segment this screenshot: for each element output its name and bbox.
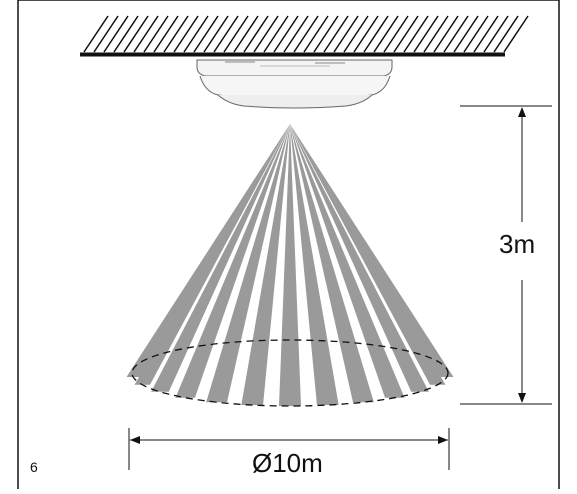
hatch-line	[403, 15, 429, 53]
hatch-line	[303, 15, 329, 53]
diameter-label: Ø10m	[252, 448, 323, 478]
detection-beam	[241, 124, 290, 406]
hatch-line	[133, 15, 159, 53]
page-number: 6	[30, 459, 38, 475]
hatch-line	[293, 15, 319, 53]
detection-beam	[134, 124, 290, 385]
hatch-line	[243, 15, 269, 53]
hatch-line	[273, 15, 299, 53]
detection-beam	[175, 124, 290, 398]
ceiling-hatching	[83, 15, 529, 53]
frame-border	[17, 0, 560, 489]
detection-beam	[279, 124, 301, 406]
hatch-line	[173, 15, 199, 53]
detection-beam	[126, 124, 290, 377]
hatch-line	[233, 15, 259, 53]
detection-beams	[126, 124, 454, 406]
hatch-line	[433, 15, 459, 53]
hatch-line	[443, 15, 469, 53]
hatch-line	[183, 15, 209, 53]
hatch-line	[263, 15, 289, 53]
hatch-line	[413, 15, 439, 53]
hatch-line	[163, 15, 189, 53]
height-dimension	[460, 105, 552, 405]
hatch-line	[193, 15, 219, 53]
hatch-line	[203, 15, 229, 53]
hatch-line	[103, 15, 129, 53]
detection-beam	[290, 124, 339, 406]
hatch-line	[373, 15, 399, 53]
hatch-line	[83, 15, 109, 53]
hatch-line	[473, 15, 499, 53]
hatch-line	[323, 15, 349, 53]
detection-beam	[290, 124, 374, 403]
hatch-line	[223, 15, 249, 53]
hatch-line	[153, 15, 179, 53]
detection-area-ellipse	[131, 339, 449, 407]
hatch-line	[453, 15, 479, 53]
detection-beam	[290, 124, 454, 377]
hatch-line	[343, 15, 369, 53]
detection-beam	[206, 124, 290, 403]
hatch-line	[213, 15, 239, 53]
hatch-line	[123, 15, 149, 53]
hatch-line	[283, 15, 309, 53]
hatch-line	[313, 15, 339, 53]
detection-beam	[290, 124, 429, 392]
height-label: 3m	[499, 229, 536, 259]
hatch-line	[353, 15, 379, 53]
hatch-line	[383, 15, 409, 53]
hatch-line	[253, 15, 279, 53]
hatch-line	[113, 15, 139, 53]
hatch-line	[503, 15, 529, 53]
ceiling-sensor	[196, 59, 393, 109]
detection-beam	[290, 124, 405, 398]
hatch-line	[483, 15, 509, 53]
hatch-line	[493, 15, 519, 53]
hatch-line	[333, 15, 359, 53]
hatch-line	[463, 15, 489, 53]
hatch-line	[363, 15, 389, 53]
hatch-line	[393, 15, 419, 53]
hatch-line	[93, 15, 119, 53]
diameter-dimension	[128, 428, 450, 470]
detection-beam	[151, 124, 290, 392]
hatch-line	[423, 15, 449, 53]
hatch-line	[143, 15, 169, 53]
